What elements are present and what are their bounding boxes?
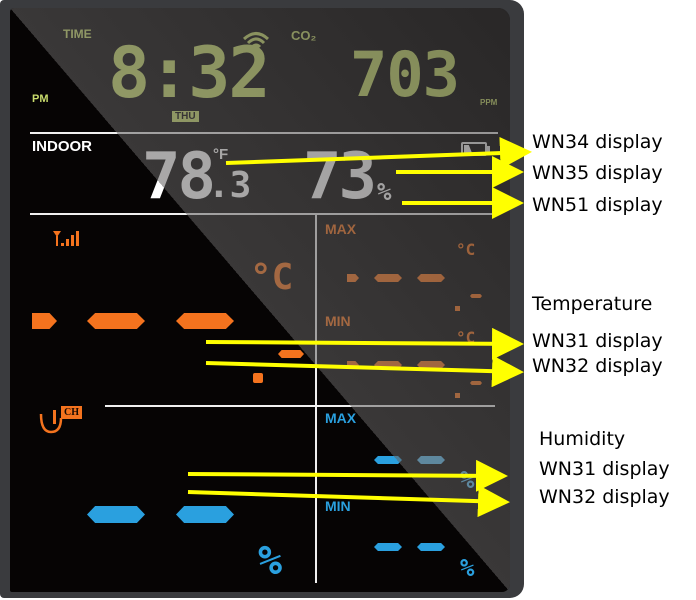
annotation-humidity-heading: Humidity — [539, 428, 626, 450]
annotation-hum-wn32: WN32 display — [539, 486, 670, 508]
annotation-wn34: WN34 display — [532, 131, 663, 153]
annotation-temp-wn32: WN32 display — [532, 355, 663, 377]
annotation-temperature-heading: Temperature — [532, 293, 653, 315]
annotation-temp-wn31: WN31 display — [532, 330, 663, 352]
annotation-hum-wn31: WN31 display — [539, 458, 670, 480]
annotation-wn35: WN35 display — [532, 162, 663, 184]
annotation-wn51: WN51 display — [532, 194, 663, 216]
